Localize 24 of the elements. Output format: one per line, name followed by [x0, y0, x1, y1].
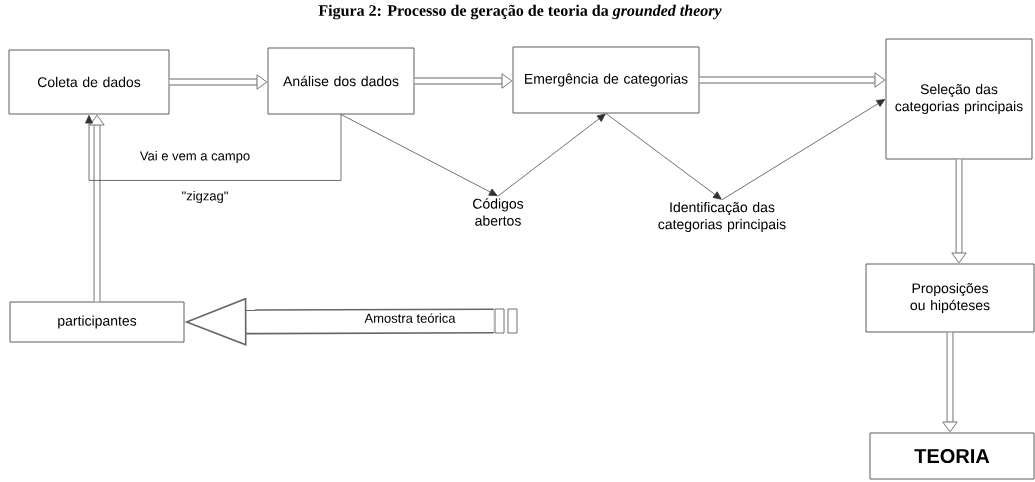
edge-label: Vai e vem a campo	[139, 150, 250, 164]
process-box: Coleta de dados	[8, 49, 170, 115]
result-box: TEORIA	[869, 432, 1035, 480]
process-box: Seleção das categorias principais	[885, 38, 1033, 160]
process-box: Emergência de categorias	[512, 46, 700, 114]
hollow-arrow	[699, 72, 886, 88]
step-label: Códigos abertos	[473, 198, 524, 226]
step-label: Identificação das categorias principais	[658, 202, 786, 232]
arrow	[605, 113, 722, 200]
hollow-arrow	[951, 159, 967, 264]
tail-box-drawing	[494, 308, 518, 334]
arrow	[340, 114, 498, 197]
edge-label: Amostra teórica	[364, 313, 456, 323]
arrow	[721, 99, 886, 201]
arrow	[85, 114, 342, 181]
note-label: "zigzag"	[182, 190, 228, 204]
hollow-arrow	[942, 332, 958, 433]
process-box: Proposições ou hipóteses	[865, 263, 1035, 333]
process-box: Análise dos dados	[267, 47, 415, 115]
figure-title: Figura 2: Processo de geração de teoria da grounded theory	[318, 4, 722, 20]
hollow-arrow	[89, 114, 105, 302]
arrow	[497, 113, 606, 197]
hollow-arrow	[169, 74, 268, 90]
hollow-arrow	[414, 73, 513, 89]
